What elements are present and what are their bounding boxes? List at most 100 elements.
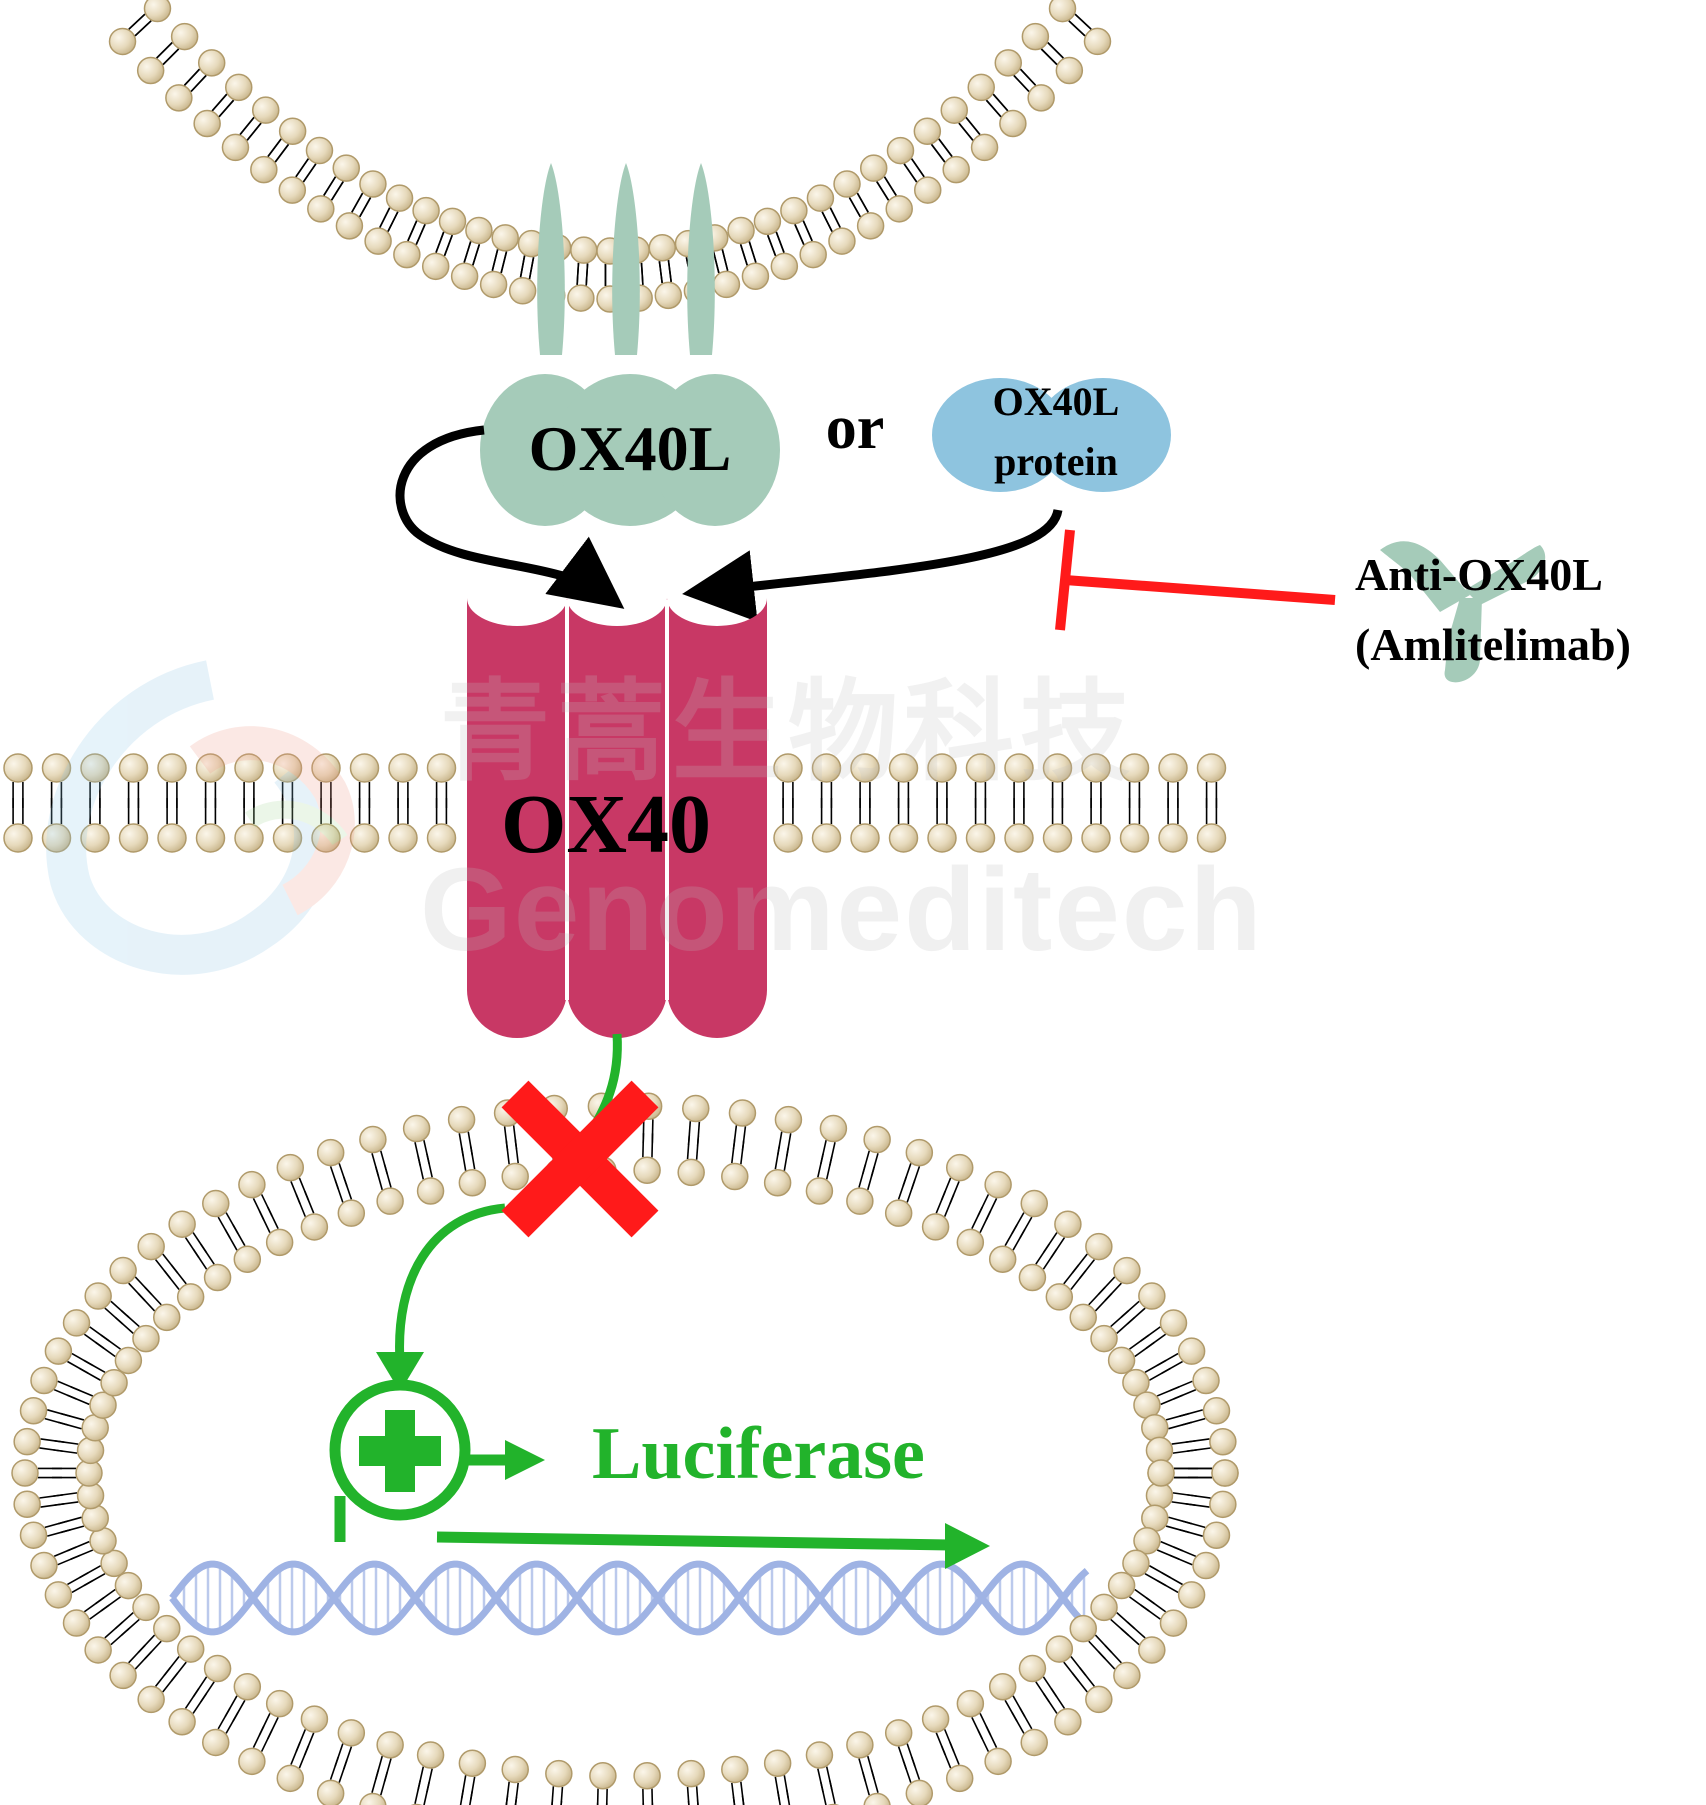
lipid-head	[886, 136, 915, 165]
lipid-head	[388, 753, 418, 783]
lipid-tail	[519, 255, 526, 278]
lipid-head	[905, 1779, 934, 1805]
lipid-head	[885, 195, 913, 223]
lipid-tail	[40, 1502, 65, 1508]
circled-plus-icon	[329, 1379, 471, 1542]
lipid-tail	[958, 122, 974, 141]
lipid-tail	[225, 1212, 239, 1234]
lipid-tail	[1161, 1571, 1183, 1586]
lipid-head	[152, 1303, 181, 1332]
lipid-head	[884, 1719, 913, 1747]
lipid-head	[62, 1309, 91, 1337]
lipid-head	[913, 117, 942, 146]
or-label: or	[826, 394, 885, 462]
lipid-tail	[1185, 1438, 1210, 1444]
transcription-arrow	[436, 1523, 990, 1569]
lipid-head	[465, 216, 493, 245]
lipid-tail	[1071, 1672, 1088, 1693]
lipid-tail	[848, 197, 861, 218]
lipid-head	[137, 1232, 165, 1261]
lipid-head	[393, 240, 421, 269]
lipid-head	[863, 1792, 891, 1805]
lipid-head	[1158, 823, 1188, 853]
lipid-tail	[876, 181, 890, 201]
lipid-head	[311, 753, 341, 783]
lipid-tail	[512, 1125, 518, 1150]
lipid-head	[956, 1689, 985, 1718]
lipid-head	[805, 1177, 834, 1205]
lipid-head	[1048, 0, 1077, 23]
lipid-head	[143, 0, 172, 23]
lipid-tail	[469, 1790, 474, 1805]
dna-strand	[169, 1560, 1090, 1636]
lipid-head	[1004, 753, 1034, 783]
lipid-tail	[605, 1788, 608, 1805]
lipid-head	[1133, 1527, 1161, 1555]
lipid-head	[780, 196, 808, 225]
lipid-head	[967, 73, 995, 102]
lipid-tail	[642, 1788, 645, 1805]
lipid-tail	[551, 1800, 554, 1805]
lipid-tail	[977, 1729, 990, 1752]
lipid-head	[773, 753, 803, 783]
lipid-head	[203, 1263, 232, 1292]
lipid-head	[819, 1114, 848, 1143]
lipid-tail	[44, 1520, 69, 1529]
lipid-tail	[225, 1712, 239, 1734]
lipid-tail	[861, 1771, 871, 1796]
lipid-head	[41, 823, 72, 853]
lipid-head	[921, 1705, 950, 1733]
lipid-tail	[551, 1786, 555, 1805]
lipid-tail	[71, 1579, 94, 1594]
lipid-tail	[903, 163, 918, 183]
lipid-head	[682, 1094, 710, 1123]
inhibition-line	[1055, 529, 1336, 631]
lipid-head	[272, 823, 303, 853]
lipid-tail	[1145, 1597, 1167, 1613]
lipid-tail	[992, 93, 1009, 112]
lipid-head	[712, 270, 741, 299]
lipid-tail	[128, 13, 146, 30]
lipid-tail	[190, 74, 207, 93]
lipid-tail	[443, 234, 453, 257]
lipid-head	[501, 1162, 529, 1191]
ligand-binding-arrow	[395, 425, 625, 609]
lipid-head	[884, 1199, 913, 1227]
lipid-head	[168, 1210, 196, 1238]
lipid-head	[1107, 1346, 1136, 1375]
lipid-tail	[110, 1300, 130, 1318]
lipid-tail	[856, 192, 869, 213]
lipid-head	[1202, 1397, 1231, 1425]
lipid-tail	[696, 1800, 699, 1805]
signal-arrowhead	[376, 1352, 424, 1392]
lipid-head	[276, 1153, 305, 1182]
lipid-head	[1090, 1324, 1118, 1353]
lipid-tail	[423, 1782, 430, 1805]
lipid-tail	[686, 1786, 690, 1805]
lipid-tail	[977, 1194, 990, 1217]
lipid-tail	[110, 1628, 130, 1646]
lipid-tail	[53, 1388, 77, 1400]
lipid-tail	[329, 1166, 340, 1190]
lipid-tail	[732, 1796, 736, 1805]
lipid-tail	[503, 1126, 509, 1151]
lipid-head	[100, 1549, 128, 1578]
lipid-tail	[1181, 1520, 1206, 1529]
lipid-tail	[338, 1759, 348, 1783]
lipid-head	[888, 753, 919, 783]
lipid-tail	[267, 138, 282, 157]
lipid-head	[197, 49, 226, 77]
lipid-tail	[379, 1150, 389, 1175]
lipid-head	[1113, 1661, 1141, 1690]
lipid-head	[940, 96, 969, 124]
lipid-tail	[467, 1131, 474, 1156]
effector-cell-membrane	[3, 753, 1227, 853]
lipid-head	[80, 823, 110, 853]
lipid-tail	[883, 176, 897, 196]
lipid-head	[984, 1170, 1012, 1199]
lipid-tail	[985, 99, 1002, 118]
lipid-tail	[794, 224, 805, 245]
lipid-head	[265, 1228, 294, 1257]
lipid-head	[501, 1755, 529, 1784]
lipid-tail	[47, 1409, 71, 1417]
